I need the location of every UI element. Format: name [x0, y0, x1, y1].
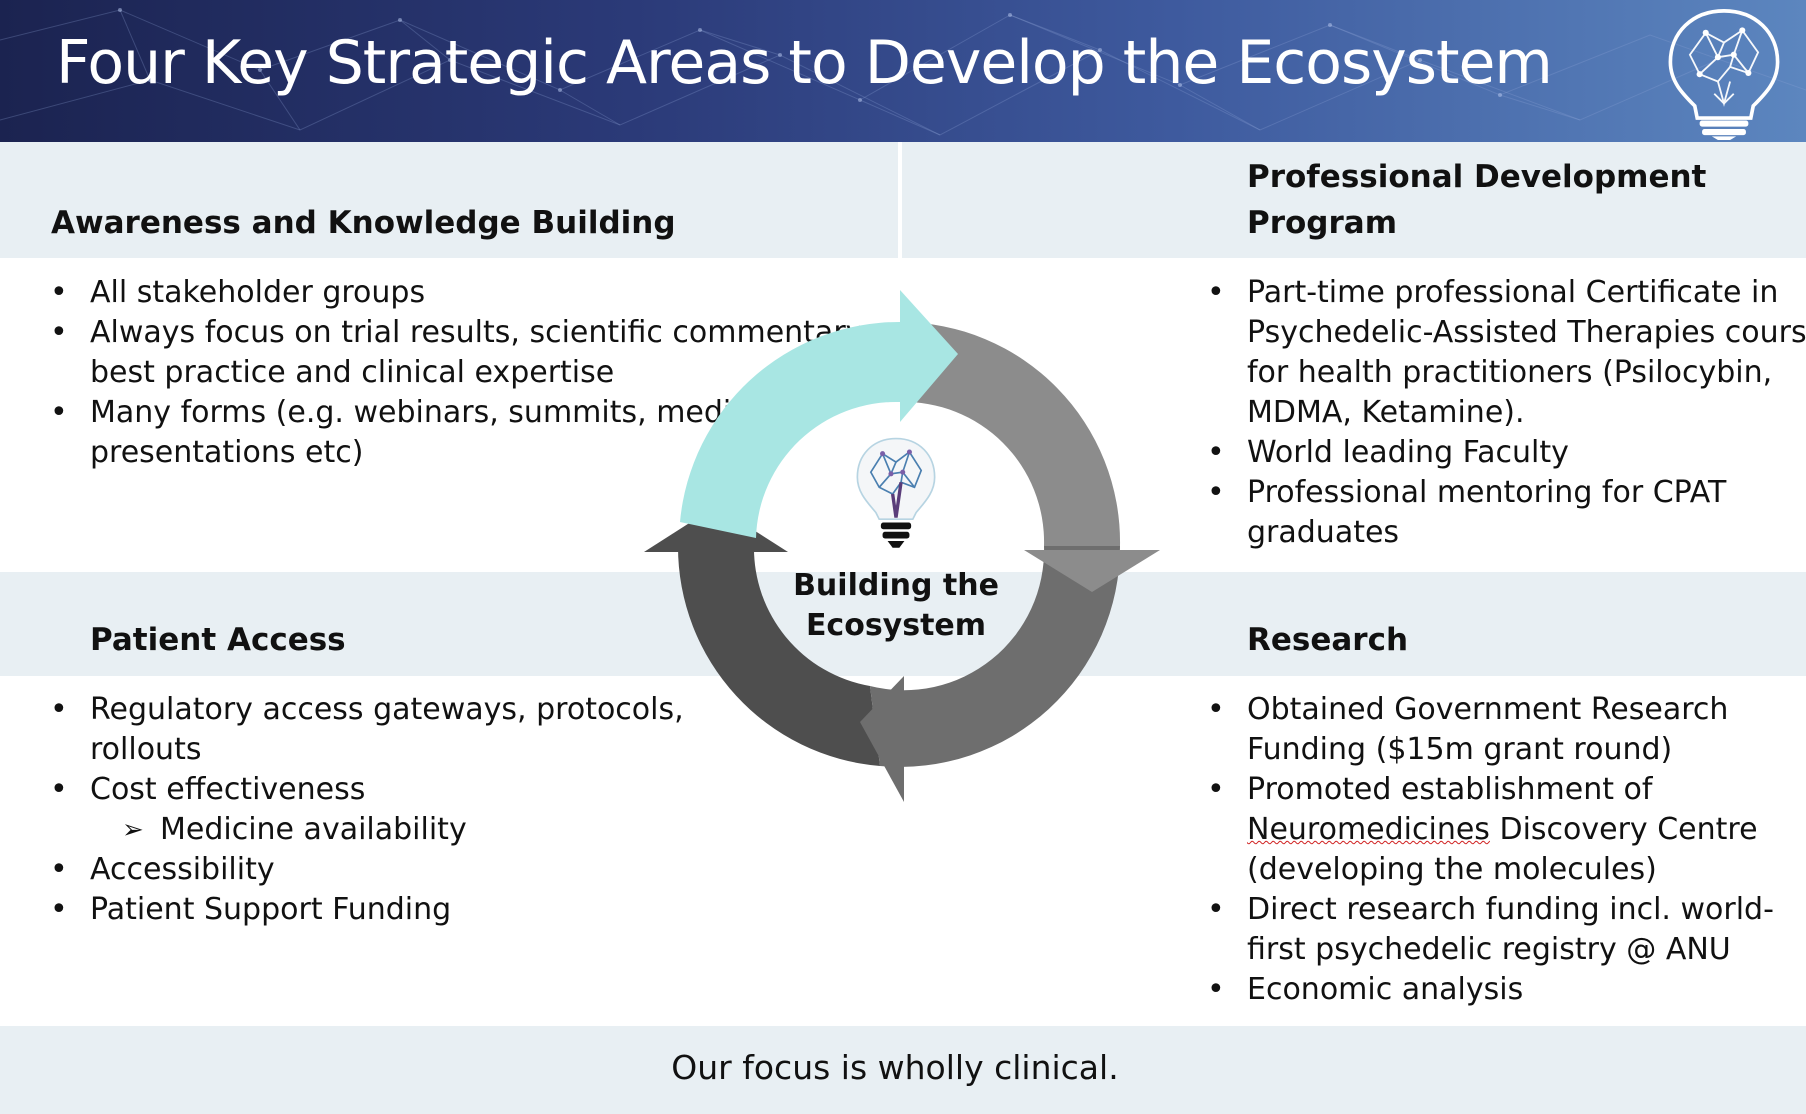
- list-item-continuation: MDMA, Ketamine).: [1247, 395, 1525, 430]
- lightbulb-brain-icon: [856, 437, 936, 548]
- awareness-list: All stakeholder groups Always focus on t…: [50, 273, 873, 473]
- list-item-continuation: rollouts: [90, 732, 202, 767]
- list-item: Economic analysis: [1207, 970, 1774, 1010]
- list-item: Accessibility: [50, 850, 684, 890]
- top-heading-band: [0, 142, 1806, 258]
- list-item: Patient Support Funding: [50, 890, 684, 930]
- research-heading: Research: [1247, 622, 1409, 658]
- list-item: Cost effectiveness: [50, 770, 684, 810]
- list-item: Direct research funding incl. world-: [1207, 890, 1774, 930]
- list-item: All stakeholder groups: [50, 273, 873, 313]
- title-banner: Four Key Strategic Areas to Develop the …: [0, 0, 1806, 142]
- list-item-continuation: presentations etc): [90, 435, 364, 470]
- cycle-arrows-diagram: [644, 290, 1160, 802]
- sub-list-item: Medicine availability: [50, 810, 684, 850]
- list-item-continuation: Neuromedicines Discovery Centre: [1247, 812, 1758, 847]
- professional-heading: Professional Development Program: [1247, 154, 1706, 246]
- list-item-continuation: first psychedelic registry @ ANU: [1247, 932, 1731, 967]
- professional-list: Part-time professional Certificate in Ps…: [1207, 273, 1806, 553]
- awareness-heading: Awareness and Knowledge Building: [51, 205, 676, 241]
- list-item: Many forms (e.g. webinars, summits, medi…: [50, 393, 873, 433]
- footer-band: [0, 1026, 1806, 1114]
- arrow-teal: [680, 321, 900, 538]
- research-list: Obtained Government Research Funding ($1…: [1207, 690, 1774, 1010]
- list-item: Obtained Government Research: [1207, 690, 1774, 730]
- arrow-light: [900, 322, 1121, 546]
- list-item: Always focus on trial results, scientifi…: [50, 313, 873, 353]
- center-label: Building the Ecosystem: [793, 568, 999, 643]
- arrow-mid: [870, 546, 1121, 767]
- spellcheck-word: Neuromedicines: [1247, 812, 1490, 847]
- professional-heading-line1: Professional Development: [1247, 159, 1707, 195]
- list-item-continuation: Funding ($15m grant round): [1247, 732, 1673, 767]
- list-item: Regulatory access gateways, protocols,: [50, 690, 684, 730]
- band-divider: [898, 142, 902, 258]
- list-item-continuation: graduates: [1247, 515, 1400, 550]
- list-item-continuation: Psychedelic-Assisted Therapies course: [1247, 315, 1806, 350]
- page-title: Four Key Strategic Areas to Develop the …: [56, 28, 1553, 98]
- professional-heading-line2: Program: [1247, 205, 1398, 241]
- lightbulb-brain-icon: [1668, 9, 1780, 140]
- network-background: [0, 8, 1806, 136]
- list-item-continuation: for health practitioners (Psilocybin,: [1247, 355, 1773, 390]
- list-item-continuation: best practice and clinical expertise: [90, 355, 615, 390]
- patient-list: Regulatory access gateways, protocols, r…: [50, 690, 684, 930]
- arrow-dark: [677, 546, 880, 766]
- list-item: Professional mentoring for CPAT: [1207, 473, 1806, 513]
- patient-heading: Patient Access: [90, 622, 346, 658]
- list-item: Promoted establishment of: [1207, 770, 1774, 810]
- list-item-continuation: (developing the molecules): [1247, 852, 1657, 887]
- list-item: World leading Faculty: [1207, 433, 1806, 473]
- middle-heading-band: [0, 572, 1806, 676]
- list-item: Part-time professional Certificate in: [1207, 273, 1806, 313]
- footer-text: Our focus is wholly clinical.: [671, 1048, 1119, 1087]
